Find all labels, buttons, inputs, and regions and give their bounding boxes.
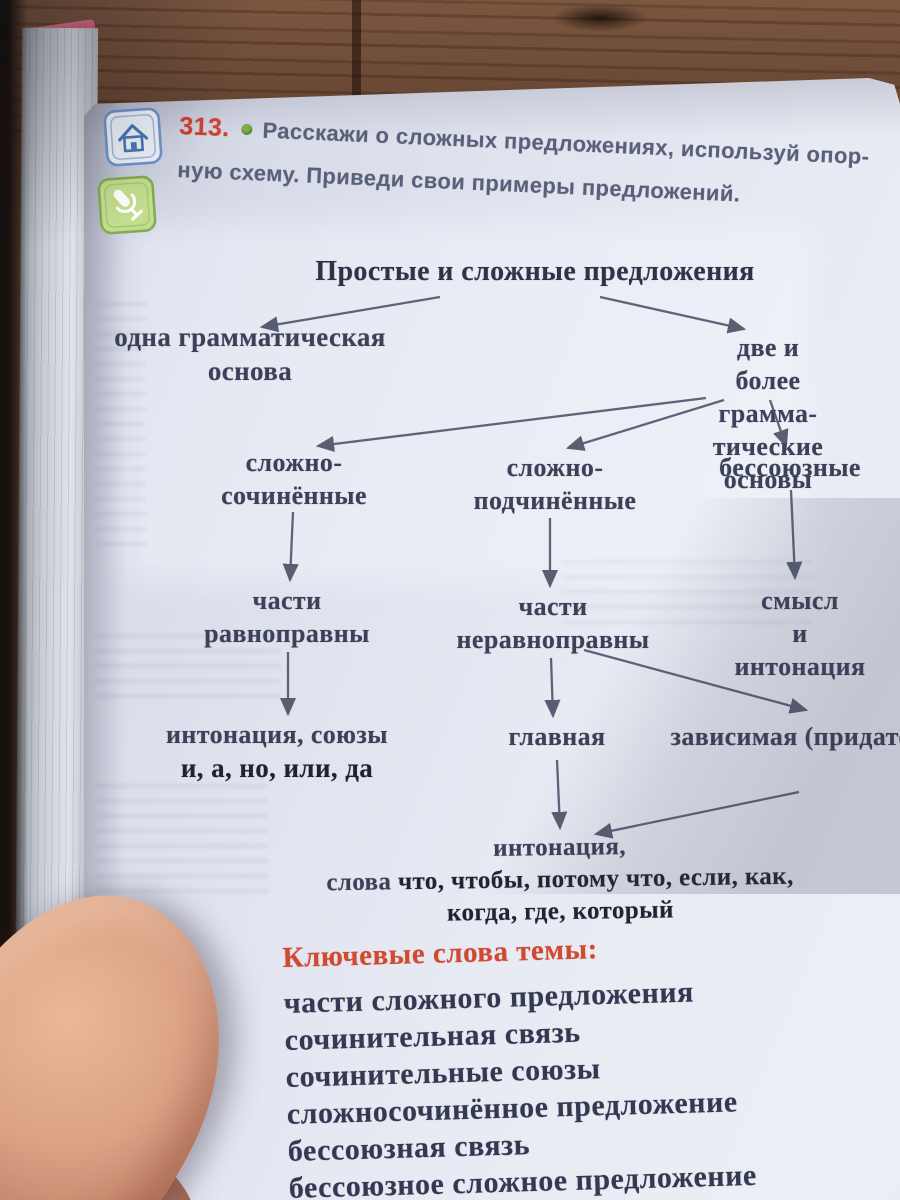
node-two-or-more-bases: две и более грамма- тические основы	[712, 333, 824, 495]
node-compound: сложно- сочинённые	[221, 448, 367, 511]
print-bleedthrough	[96, 784, 268, 902]
scheme-panel-highlight	[142, 242, 790, 564]
node-one-grammatical-base: одна грамматическая основа	[114, 322, 386, 387]
node-dependent-clause: зависимая (придаточная	[670, 722, 900, 751]
keywords-heading: Ключевые слова темы:	[282, 933, 599, 974]
task-bullet-icon	[241, 123, 253, 136]
node-complex-subordinate: сложно- подчинённые	[473, 453, 637, 516]
connector-line2-prefix: слова	[326, 868, 399, 897]
intonation-conjunction-list: и, а, но, или, да	[180, 753, 374, 784]
diagram-title: Простые и сложные предложения	[315, 256, 755, 287]
node-asyndetic: бессоюзные	[719, 453, 861, 482]
task-text-line1: Расскажи о сложных предложениях, использ…	[262, 117, 870, 170]
print-bleedthrough	[96, 634, 281, 702]
print-bleedthrough	[562, 560, 812, 624]
node-parts-equal: части равноправны	[204, 586, 370, 649]
node-main-clause: главная	[508, 722, 606, 751]
book-page	[84, 78, 900, 1200]
keywords-block: Ключевые слова темы: части сложного пред…	[282, 929, 757, 1200]
exercise-task: 313. Расскажи о сложных предложениях, исп…	[177, 112, 889, 214]
microphone-icon	[96, 174, 158, 236]
node-parts-unequal: части неравноправны	[456, 592, 650, 655]
exercise-number: 313.	[178, 112, 231, 143]
home-icon	[102, 106, 164, 168]
connector-line2-words: что, чтобы, потому что, если, как,	[397, 862, 794, 896]
node-meaning-intonation: смысл и интонация	[734, 586, 866, 682]
node-connector-words: интонация, слова что, чтобы, потому что,…	[249, 828, 870, 932]
print-bleedthrough	[96, 302, 146, 552]
intonation-line1: интонация, союзы	[166, 720, 388, 749]
node-intonation-conjunctions: интонация, союзы и, а, но, или, да	[166, 718, 388, 785]
